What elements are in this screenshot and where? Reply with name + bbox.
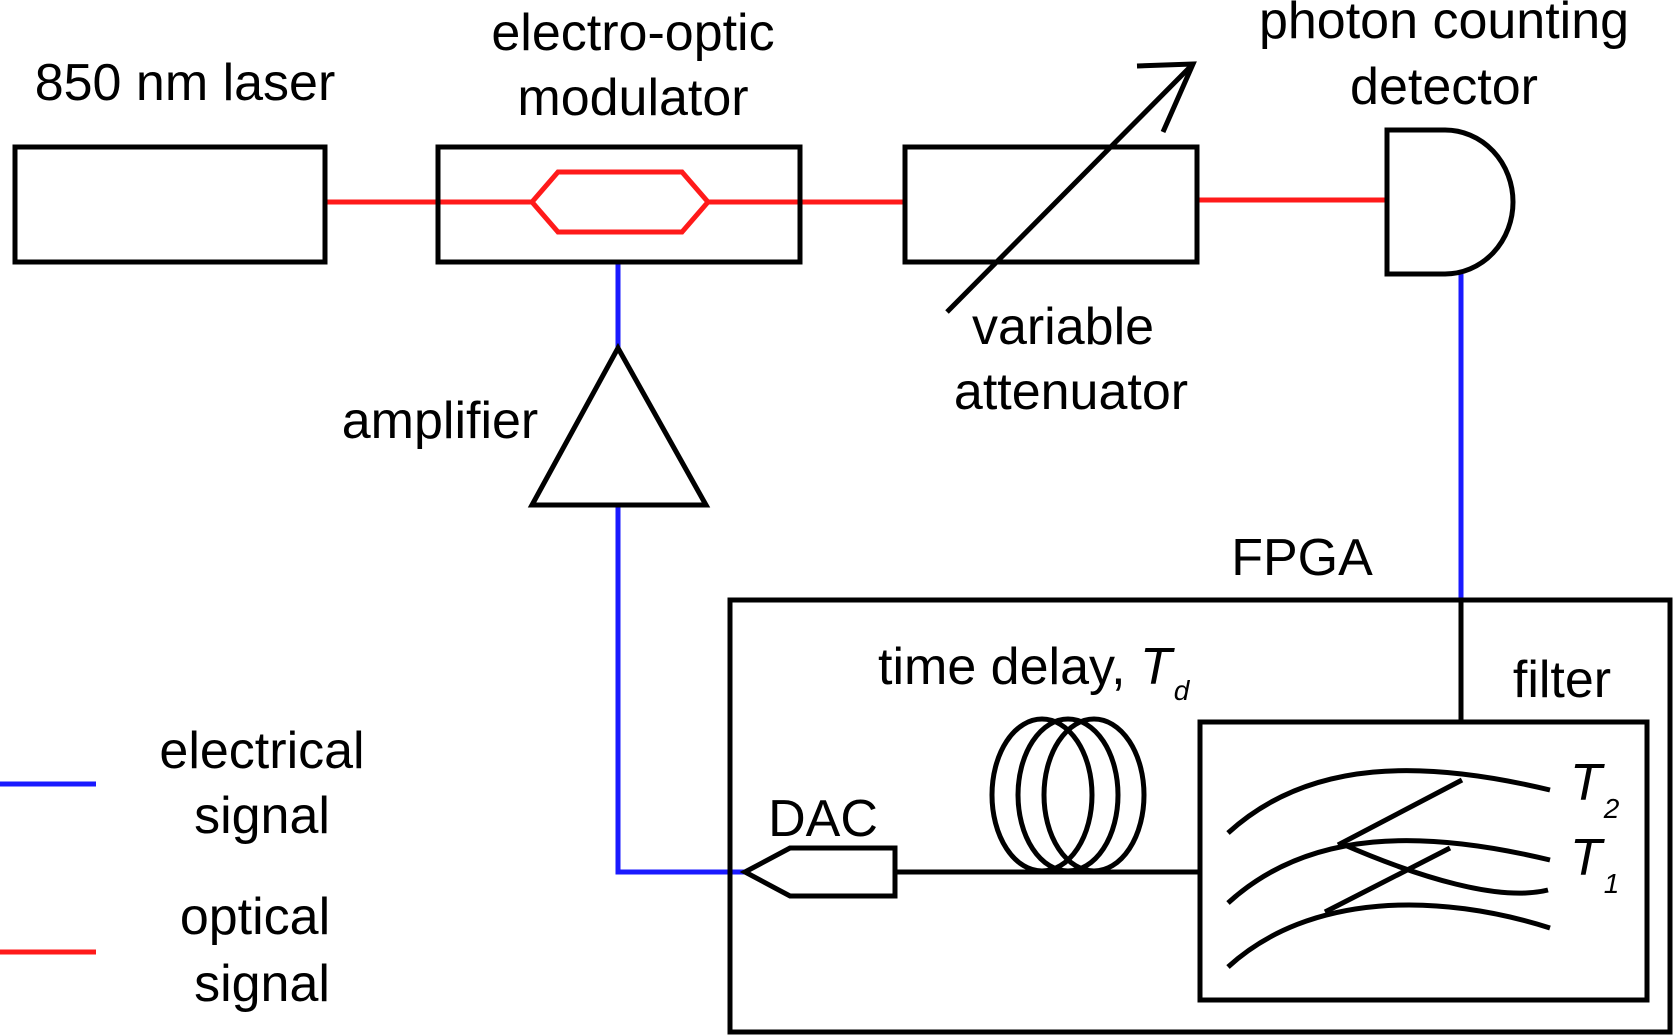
- detector-label-line2: detector: [1350, 58, 1538, 116]
- time-delay-coil: [989, 716, 1147, 874]
- attenuator-arrow-shaft: [945, 62, 1195, 314]
- t1-symbol: T1: [1570, 829, 1619, 899]
- mach-zehnder-interferometer: [528, 169, 712, 235]
- filter-label: filter: [1513, 651, 1611, 709]
- t2-subscript: 2: [1603, 793, 1620, 824]
- laser-label: 850 nm laser: [35, 54, 336, 112]
- optical-path: [325, 197, 1387, 205]
- filter-waveforms: [1226, 768, 1551, 969]
- t2-symbol: T2: [1570, 754, 1620, 824]
- eom-label-line2: modulator: [517, 69, 748, 127]
- legend-electrical-line1: electrical: [159, 722, 364, 780]
- fpga-box: [727, 597, 1673, 1035]
- attenuator-label-line2: attenuator: [954, 363, 1188, 421]
- detector-label-line1: photon counting: [1259, 0, 1629, 50]
- eom-label-line1: electro-optic: [491, 4, 774, 62]
- filter-box: [1197, 719, 1650, 1003]
- td-subscript: d: [1174, 675, 1191, 706]
- laser-box: [12, 144, 328, 265]
- t1-subscript: 1: [1604, 868, 1620, 899]
- legend-electrical-line2: signal: [194, 787, 330, 845]
- attenuator-label-line1: variable: [972, 298, 1154, 356]
- fpga-label: FPGA: [1231, 529, 1373, 587]
- legend: electrical signal optical signal: [0, 722, 365, 1013]
- amplifier-label: amplifier: [342, 392, 539, 450]
- detector-symbol: [1384, 127, 1516, 277]
- electrical-path: [615, 264, 1464, 875]
- attenuator-box: [902, 144, 1200, 265]
- dac-symbol: [739, 845, 898, 899]
- attenuator-arrow-head: [1136, 61, 1197, 134]
- time-delay-label: time delay, Td: [878, 638, 1191, 706]
- td-symbol: T: [1140, 638, 1175, 696]
- dac-label: DAC: [768, 790, 878, 848]
- amplifier-symbol: [527, 342, 711, 508]
- legend-optical-line1: optical: [180, 888, 330, 946]
- eom-box: [435, 144, 803, 265]
- legend-optical-line2: signal: [194, 955, 330, 1013]
